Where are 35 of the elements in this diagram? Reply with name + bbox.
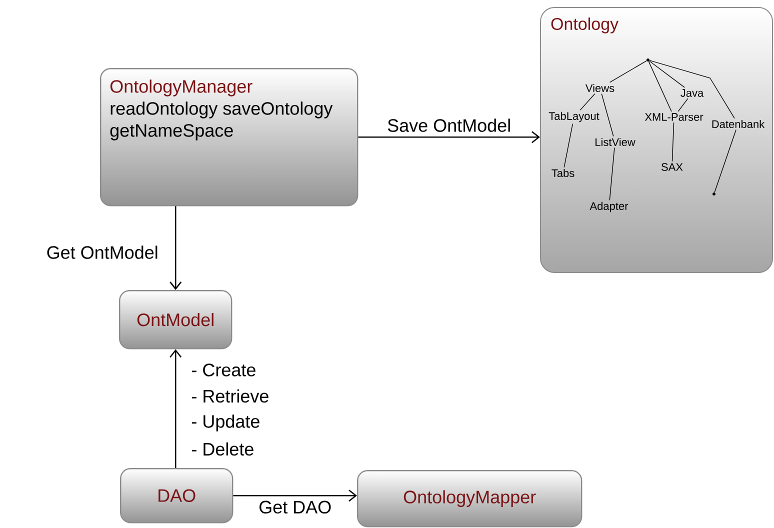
connector-line (601, 93, 614, 137)
connector-line (564, 123, 574, 168)
tree-label: Views (585, 84, 614, 92)
edge-label: Get OntModel (43, 242, 162, 262)
connector-line (649, 60, 735, 119)
connector-line (610, 60, 647, 83)
operation-label: - Update (192, 414, 260, 432)
class-box: OntologyManager readOntology saveOntology getNameSpace (100, 68, 358, 206)
operation-label: - Retrieve (192, 389, 268, 403)
tree-label: SAX (662, 163, 683, 171)
tree-label: ListView (596, 138, 636, 146)
class-box: OntologyMapper (357, 470, 582, 528)
class-box: OntModel (119, 290, 232, 350)
connector-line (714, 129, 736, 193)
tree-label: XML-Parser (644, 113, 704, 121)
tree-label: Datenbank (712, 120, 765, 128)
operation-label: - Create (192, 364, 256, 376)
tree-label: Adapter (590, 202, 628, 212)
connector-line (609, 147, 615, 201)
connector-line (678, 98, 688, 112)
edge-label: Get DAO (256, 498, 335, 517)
connector-line (648, 61, 672, 112)
connector-line (649, 60, 685, 88)
connector-line (672, 122, 674, 162)
tree-label: Java (680, 89, 704, 97)
operation-label: - Delete (192, 442, 254, 456)
edge-label: Save OntModel (384, 116, 514, 135)
arrow (170, 206, 182, 290)
class-box: DAO (120, 468, 234, 524)
arrow (233, 490, 357, 502)
tree-label: TabLayout (548, 112, 600, 122)
tree-label: Tabs (552, 168, 574, 178)
arrow (170, 349, 182, 468)
arrow (358, 131, 540, 144)
connector-line (580, 93, 596, 111)
